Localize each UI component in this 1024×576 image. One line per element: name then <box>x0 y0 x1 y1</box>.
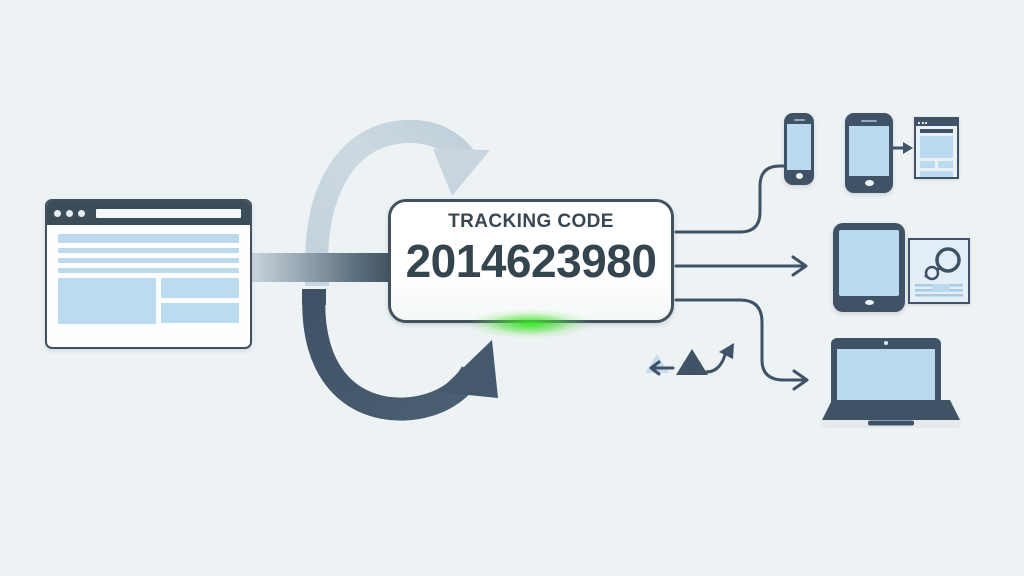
source-to-card-bar <box>247 253 399 282</box>
dark-triangle <box>676 349 708 375</box>
magnifier-illustration <box>915 247 963 297</box>
small-phone[interactable] <box>784 113 814 185</box>
window-dot-minimize-icon[interactable] <box>66 209 73 217</box>
content-line <box>58 234 239 243</box>
card-to-mobile-line <box>674 164 792 234</box>
window-dot-maximize-icon[interactable] <box>78 209 85 217</box>
content-line <box>58 248 239 253</box>
magnifier-large-icon <box>935 247 961 273</box>
curved-up-arrow-head <box>719 343 734 359</box>
phone-screen <box>849 125 889 176</box>
phone-home-button[interactable] <box>864 179 874 186</box>
browser-content <box>47 225 250 324</box>
magnifier-small-icon <box>924 265 940 281</box>
phone-speaker-icon <box>861 120 877 122</box>
tablet-screen <box>839 230 899 296</box>
page-header-strip <box>920 129 953 133</box>
side-content-block <box>161 303 239 323</box>
mobile-page-preview[interactable] <box>914 117 959 179</box>
large-phone[interactable] <box>845 113 893 193</box>
page-small-block <box>920 171 953 177</box>
page-dot-icon <box>925 121 927 124</box>
laptop-screen <box>837 349 935 400</box>
card-to-tablet-line <box>674 255 808 277</box>
page-small-block <box>938 161 953 168</box>
window-dot-close-icon[interactable] <box>54 209 61 217</box>
content-line <box>58 258 239 263</box>
page-small-block <box>920 161 935 168</box>
side-content-block <box>161 278 239 298</box>
page-dot-icon <box>918 121 920 124</box>
page-hero-block <box>920 136 953 158</box>
phone-to-page-arrow <box>891 142 913 154</box>
laptop-base <box>820 400 962 428</box>
tablet-page-preview[interactable] <box>908 238 970 304</box>
laptop-lid <box>831 338 941 403</box>
content-line <box>58 268 239 273</box>
tracking-code-label: TRACKING CODE <box>448 211 614 232</box>
card-to-laptop-line <box>674 298 809 391</box>
pointer-marker-cluster <box>645 343 734 376</box>
phone-screen <box>787 123 811 170</box>
address-bar-input[interactable] <box>96 208 241 218</box>
website-browser-window[interactable] <box>45 199 252 349</box>
main-content-block <box>58 278 156 324</box>
tracking-code-card[interactable]: TRACKING CODE 2014623980 <box>388 199 674 323</box>
phone-home-button[interactable] <box>795 172 803 179</box>
tracking-code-value: 2014623980 <box>405 235 657 287</box>
page-dot-icon <box>921 121 924 124</box>
tablet-home-button[interactable] <box>864 300 874 305</box>
laptop-trackpad <box>868 420 914 426</box>
page-text-lines <box>915 284 963 297</box>
browser-titlebar <box>47 201 250 225</box>
laptop[interactable] <box>820 338 962 430</box>
page-titlebar <box>916 119 957 126</box>
phone-speaker-icon <box>793 119 805 121</box>
laptop-camera-icon <box>884 341 888 345</box>
refresh-arrow-bottom <box>302 289 498 421</box>
laptop-keyboard-deck <box>822 400 960 420</box>
tablet[interactable] <box>833 223 905 312</box>
content-block-group <box>58 278 239 324</box>
